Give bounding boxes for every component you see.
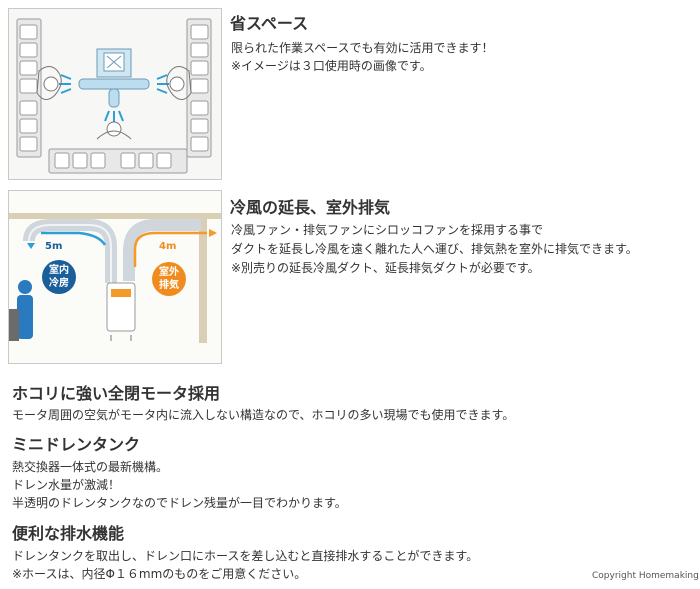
exhaust-flow-arrow <box>133 231 207 267</box>
cool-badge-line-1: 室内 <box>49 263 69 276</box>
duct-extension-line-3: ※別売りの延長冷風ダクト、延長排気ダクトが必要です。 <box>231 261 540 275</box>
drain-tank-line-3: 半透明のドレンタンクなのでドレン残量が一目でわかります。 <box>12 496 347 510</box>
drain-function-line-1: ドレンタンクを取出し、ドレン口にホースを差し込むと直接排水することができます。 <box>12 549 479 563</box>
cool-badge <box>42 260 76 294</box>
cool-flow-arrow <box>41 231 107 246</box>
left-distance-label: 5m <box>45 241 62 252</box>
dust-proof-line-1: モータ周囲の空気がモータ内に流入しない構造なので、ホコリの多い現場でも使用できま… <box>12 408 515 422</box>
drain-tank-title: ミニドレンタンク <box>12 435 141 454</box>
exhaust-badge-line-2: 排気 <box>159 278 179 291</box>
duct-diagram: 5m 4m 室内 冷房 室外 排気 <box>9 213 221 343</box>
exhaust-badge-line-1: 室外 <box>159 265 179 278</box>
workspace-diagram <box>16 18 212 174</box>
space-saving-title: 省スペース <box>230 14 309 33</box>
drain-tank-line-2: ドレン水量が激減！ <box>12 478 121 492</box>
duct-extension-line-2: ダクトを延長し冷風を遠く離れた人へ運び、排気熱を室外に排気できます。 <box>231 242 638 256</box>
space-saving-illustration <box>8 8 222 180</box>
drain-function-title: 便利な排水機能 <box>12 524 125 543</box>
drain-function-line-2: ※ホースは、内径Φ１６mmのものをご用意ください。 <box>12 567 307 581</box>
dust-proof-title: ホコリに強い全閉モータ採用 <box>12 384 221 403</box>
copyright-notice: Copyright Homemaking <box>592 571 699 581</box>
space-saving-line-2: ※イメージは３口使用時の画像です。 <box>231 59 432 73</box>
exhaust-badge <box>152 262 186 296</box>
drain-tank-line-1: 熱交換器一体式の最新機構。 <box>12 460 169 474</box>
cool-badge-line-2: 冷房 <box>49 276 69 289</box>
duct-extension-line-1: 冷風ファン・排気ファンにシロッコファンを採用する事で <box>231 223 544 237</box>
duct-extension-title: 冷風の延長、室外排気 <box>230 198 391 217</box>
space-saving-line-1: 限られた作業スペースでも有効に活用できます！ <box>231 41 494 55</box>
duct-extension-illustration: 5m 4m 室内 冷房 室外 排気 <box>8 190 222 364</box>
right-distance-label: 4m <box>159 241 176 252</box>
